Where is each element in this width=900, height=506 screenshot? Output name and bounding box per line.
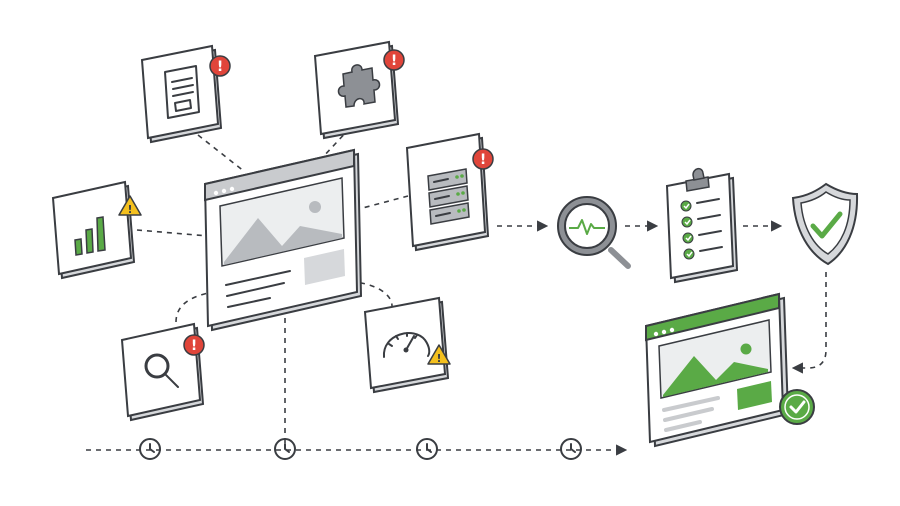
server-icon	[427, 168, 470, 225]
clock-icon	[416, 438, 438, 460]
bar-chart-icon	[74, 216, 106, 256]
clock-icon	[139, 438, 161, 460]
connector-puzzle	[321, 127, 351, 159]
connectors	[86, 127, 827, 456]
svg-text:!: !	[127, 203, 132, 216]
svg-text:!: !	[217, 59, 223, 75]
server-tile: !	[405, 132, 494, 252]
connector-document	[197, 134, 246, 173]
warning-triangle-icon: !	[427, 344, 451, 365]
puzzle-tile: !	[313, 40, 405, 140]
browser-window	[203, 148, 363, 332]
connector-search	[175, 291, 213, 323]
clock-icon	[560, 438, 582, 460]
gauge-tile: !	[363, 296, 451, 394]
bar-chart-tile: !	[51, 180, 142, 280]
alert-badge-icon: !	[472, 148, 494, 170]
image-placeholder-icon	[658, 319, 772, 399]
warning-triangle-icon: !	[118, 195, 142, 216]
connector-server	[354, 195, 409, 211]
connector-chart	[136, 229, 209, 237]
svg-text:!: !	[391, 53, 397, 69]
arrow-to-result	[791, 272, 827, 374]
result-browser-window	[644, 292, 790, 448]
timeline-clocks	[139, 438, 582, 460]
shield-check-icon	[791, 182, 859, 266]
checklist-icon	[665, 167, 739, 284]
alert-badge-icon: !	[183, 334, 205, 356]
document-tile: !	[140, 44, 231, 144]
search-icon	[144, 353, 179, 388]
svg-text:!: !	[480, 152, 486, 168]
alert-badge-icon: !	[209, 55, 231, 77]
puzzle-icon	[337, 64, 381, 108]
clock-icon	[274, 438, 296, 460]
alert-badge-icon: !	[383, 49, 405, 71]
svg-text:!: !	[436, 352, 441, 365]
document-icon	[164, 65, 200, 119]
check-badge-icon	[779, 389, 815, 425]
search-tile: !	[120, 322, 205, 422]
image-placeholder-icon	[219, 177, 345, 267]
gauge-icon	[382, 332, 431, 358]
svg-text:!: !	[191, 338, 197, 354]
magnifier-pulse-icon	[557, 196, 631, 269]
